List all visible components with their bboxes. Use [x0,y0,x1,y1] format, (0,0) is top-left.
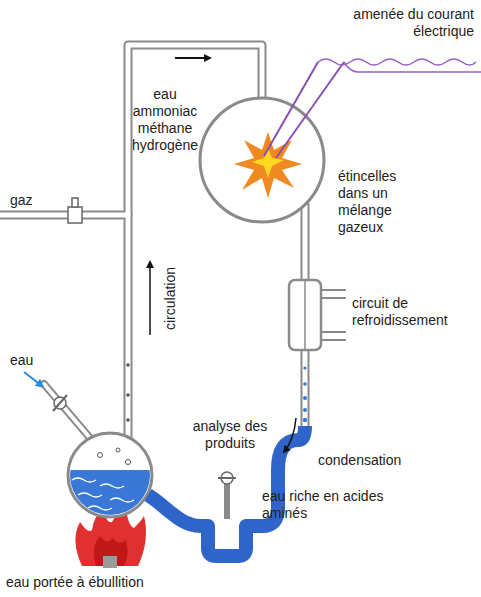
gas-stopcock [68,198,82,223]
gas-inlet-outline [0,211,128,220]
wire-label: amenée du courant électrique [322,6,474,40]
water-arrow [24,372,42,386]
burner [103,556,117,568]
stopcock-handle [53,395,67,411]
valve-handle [218,477,236,479]
inner-tube [304,280,306,350]
water-waves [72,478,134,510]
boiling-flask [60,363,160,530]
condensation-label: condensation [318,452,438,469]
stopcock-body [68,207,82,223]
stopcock-handle [72,198,78,207]
wire [344,62,481,72]
bubble [126,393,130,397]
wire [318,59,476,65]
analysis-label: analyse des produits [186,418,274,452]
water-inlet-label: eau [10,352,50,369]
bubble [126,363,130,367]
boiling-label: eau portée à ébullition [6,574,266,591]
flow-arrow [175,57,210,59]
spark [234,132,302,198]
gas-label: gaz [10,192,50,209]
electrode [276,62,344,158]
drop [303,418,307,422]
gas-inlet-inner [0,213,128,218]
water-inlet [24,372,67,411]
water [60,470,160,530]
amino-acid-water-label: eau riche en acides aminés [262,488,412,522]
drop [303,382,307,386]
cooling-label: circuit de refroidissement [352,295,474,329]
drop [303,408,307,412]
gas-mixture-label: eau ammoniac méthane hydrogène [126,86,204,154]
electric-wires [318,59,481,72]
drops [303,366,307,422]
bubble [116,448,120,452]
drop [303,396,307,400]
condenser [289,280,346,350]
flask-water [60,470,160,530]
cooling-jacket [289,280,321,350]
reaction-sphere [200,62,344,222]
coolant-pipes [321,290,346,340]
bubble [98,453,103,458]
circulation-label: circulation [162,252,179,346]
circulation-arrow [149,262,151,335]
bubble [126,460,131,465]
sampling-valve [218,472,236,519]
condensation-arrow [284,418,296,452]
drop [303,366,306,369]
spark-label: étincelles dans un mélange gazeux [338,168,430,236]
bubble [126,418,130,422]
